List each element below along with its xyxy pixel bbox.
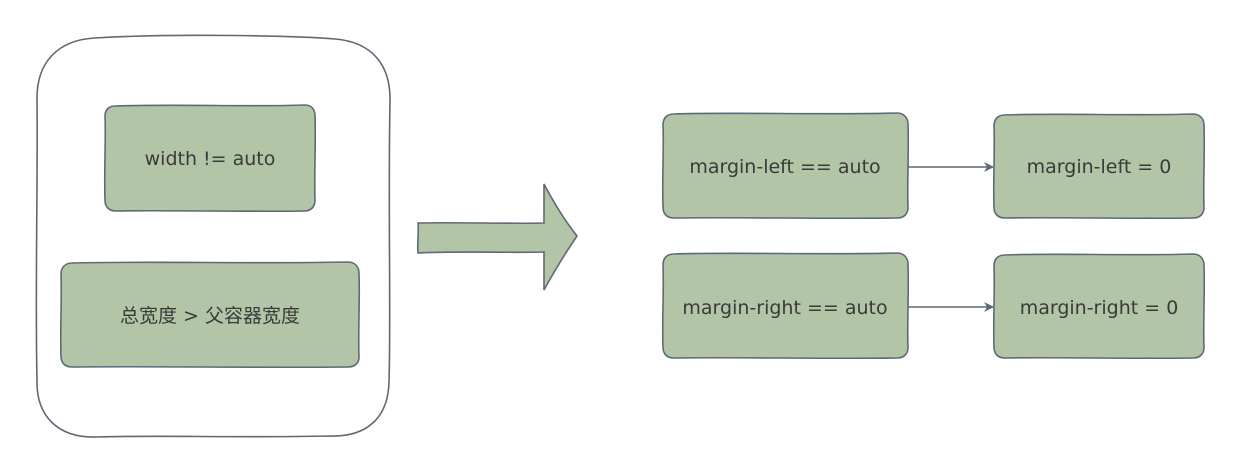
margin-left-zero-box <box>992 113 1206 220</box>
margin-left-zero-label: margin-left = 0 <box>1027 156 1172 178</box>
margin-right-auto-box <box>661 252 910 360</box>
implies-block-arrow <box>416 183 578 291</box>
width-condition-box-shape <box>103 104 317 213</box>
margin-right-zero-box <box>992 253 1206 360</box>
margin-right-zero-label: margin-right = 0 <box>1020 297 1179 319</box>
overflow-condition-box: 总宽度 > 父容器宽度 <box>59 261 361 369</box>
width-condition-box: width != auto <box>103 104 317 213</box>
condition-container <box>35 34 391 438</box>
rule-row-right: margin-right == auto margin-right = 0 <box>661 252 1206 360</box>
width-condition-label: width != auto <box>145 148 276 170</box>
margin-left-auto-label: margin-left == auto <box>689 156 880 178</box>
rule-row-left: margin-left == auto margin-left = 0 <box>661 112 1206 220</box>
margin-left-auto-box <box>661 112 910 220</box>
margin-right-auto-label: margin-right == auto <box>682 297 887 319</box>
overflow-condition-label: 总宽度 > 父容器宽度 <box>120 305 300 327</box>
overflow-condition-box-shape <box>59 261 361 369</box>
